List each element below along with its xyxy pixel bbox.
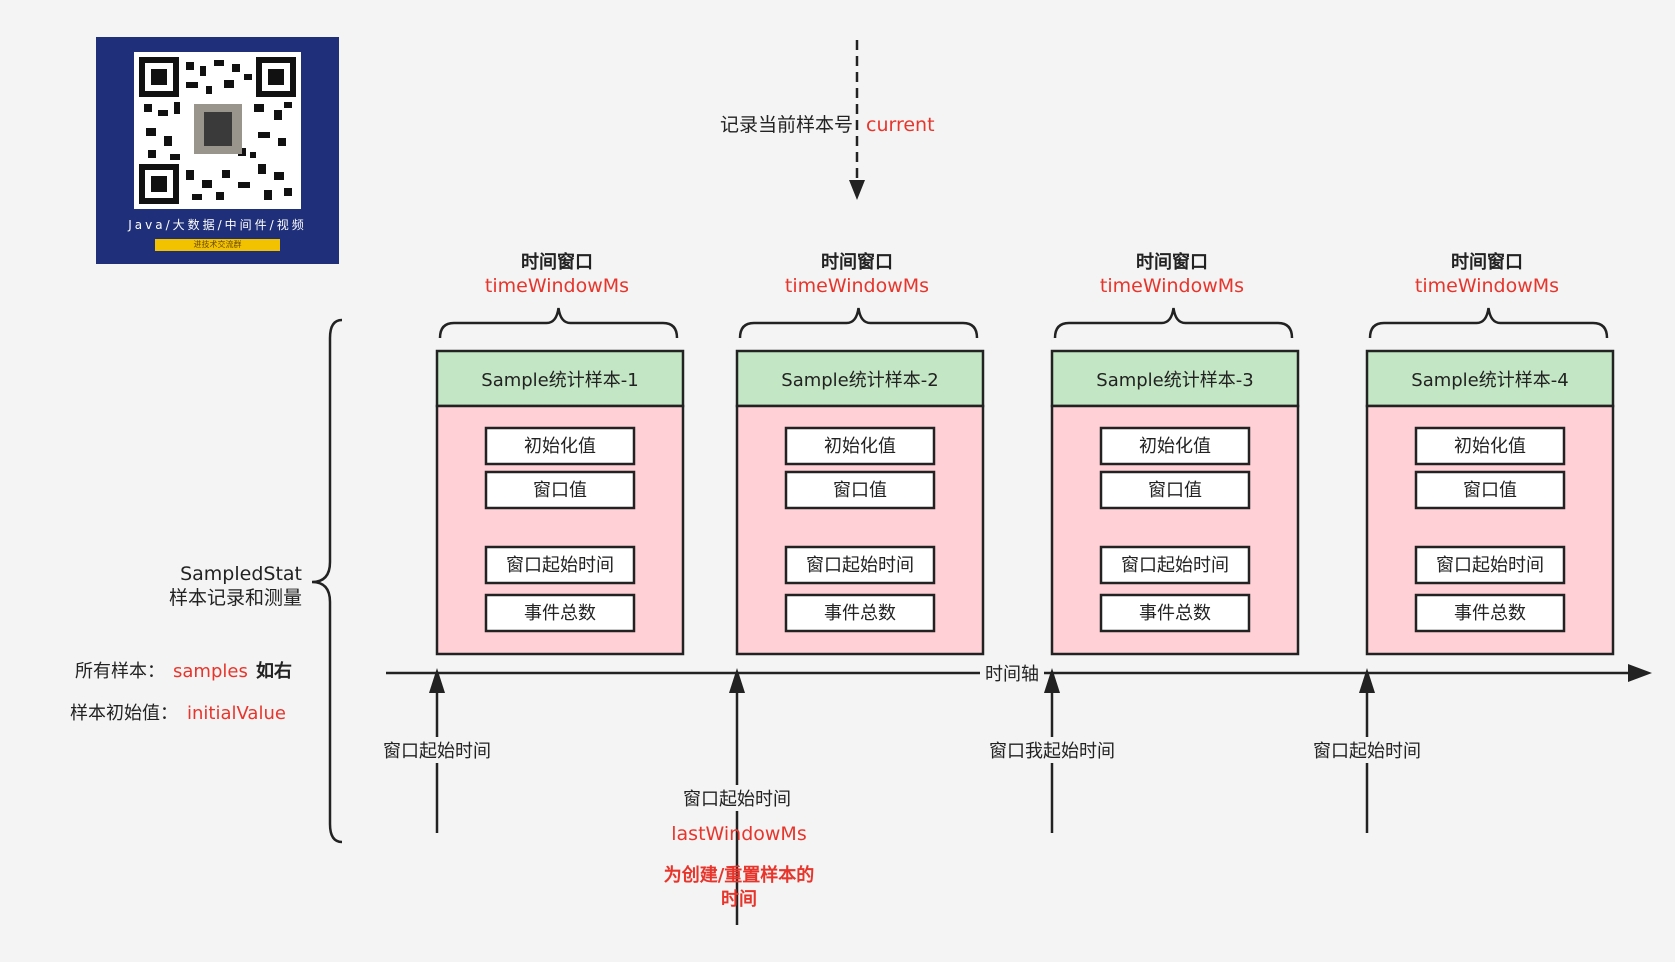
field-box [784,545,936,585]
field-label: 初始化值 [824,436,896,457]
window-start-arrowhead [729,668,745,693]
current-note-label: 记录当前样本号 [720,114,853,136]
arrow-label-bg [992,737,1112,763]
window-start-label: 窗口起始时间 [383,741,491,762]
window-value: timeWindowMs [1415,275,1559,297]
field-label: 事件总数 [824,603,896,624]
arrow-label-bg [677,785,797,811]
field-box [484,593,636,633]
window-start-label: 窗口起始时间 [1313,741,1421,762]
field-label: 窗口值 [833,480,887,501]
field-label: 事件总数 [1454,603,1526,624]
time-axis-label: 时间轴 [985,664,1039,685]
last-window-desc-line2: 时间 [721,889,757,910]
initial-value-label: 样本初始值： [70,703,178,724]
window-value: timeWindowMs [1100,275,1244,297]
field-label: 窗口值 [533,480,587,501]
time-axis-arrowhead [1628,664,1652,682]
sample-header [435,349,685,408]
sample-header [1050,349,1300,408]
field-label: 窗口起始时间 [806,555,914,576]
field-box [1099,545,1251,585]
field-box [784,426,936,466]
field-box [1414,545,1566,585]
field-box [484,470,636,510]
field-box [484,426,636,466]
sample-title: Sample统计样本-3 [1096,370,1253,391]
window-value: timeWindowMs [485,275,629,297]
field-box [784,470,936,510]
field-label: 初始化值 [1454,436,1526,457]
field-label: 事件总数 [524,603,596,624]
window-brace [738,307,979,339]
window-title: 时间窗口 [1451,251,1523,273]
window-start-arrowhead [429,668,445,693]
arrow-label-bg [1307,737,1427,763]
window-start-arrowhead [1359,668,1375,693]
window-title: 时间窗口 [821,251,893,273]
field-label: 窗口值 [1148,480,1202,501]
field-box [1099,593,1251,633]
all-samples-suffix: 如右 [256,660,292,682]
qr-label-bar: 进技术交流群 [155,239,280,251]
field-label: 窗口起始时间 [1121,555,1229,576]
window-brace [1053,307,1294,339]
initial-value-value: initialValue [187,703,286,724]
arrow-label-bg [377,737,497,763]
sample-title: Sample统计样本-1 [481,370,638,391]
sampledstat-brace [311,318,343,844]
field-box [1414,426,1566,466]
window-brace [438,307,679,339]
sampledstat-desc: 样本记录和测量 [169,587,302,609]
sample-header [735,349,985,408]
sample-title: Sample统计样本-4 [1411,370,1568,391]
sample-header [1365,349,1615,408]
window-brace [1368,307,1609,339]
qr-code-image: Java/大数据/中间件/视频 进技术交流群 [96,37,339,264]
window-start-label: 窗口起始时间 [683,789,791,810]
field-label: 窗口值 [1463,480,1517,501]
field-box [1414,470,1566,510]
current-note-value: current [866,114,935,136]
field-label: 窗口起始时间 [1436,555,1544,576]
field-label: 初始化值 [524,436,596,457]
qr-code-pattern [134,52,301,209]
window-start-label: 窗口我起始时间 [989,741,1115,762]
field-box [784,593,936,633]
field-label: 初始化值 [1139,436,1211,457]
sample-title: Sample统计样本-2 [781,370,938,391]
all-samples-label: 所有样本： [75,661,165,682]
last-window-value: lastWindowMs [671,823,806,845]
window-value: timeWindowMs [785,275,929,297]
field-label: 窗口起始时间 [506,555,614,576]
all-samples-value: samples [173,661,248,682]
field-box [1099,470,1251,510]
field-label: 事件总数 [1139,603,1211,624]
qr-caption: Java/大数据/中间件/视频 [128,218,307,232]
window-title: 时间窗口 [521,251,593,273]
sampledstat-name: SampledStat [180,563,302,585]
field-box [1414,593,1566,633]
field-box [1099,426,1251,466]
field-box [484,545,636,585]
current-pointer-arrowhead [849,180,865,200]
window-start-arrowhead [1044,668,1060,693]
last-window-desc-line1: 为创建/重置样本的 [664,864,815,886]
window-title: 时间窗口 [1136,251,1208,273]
